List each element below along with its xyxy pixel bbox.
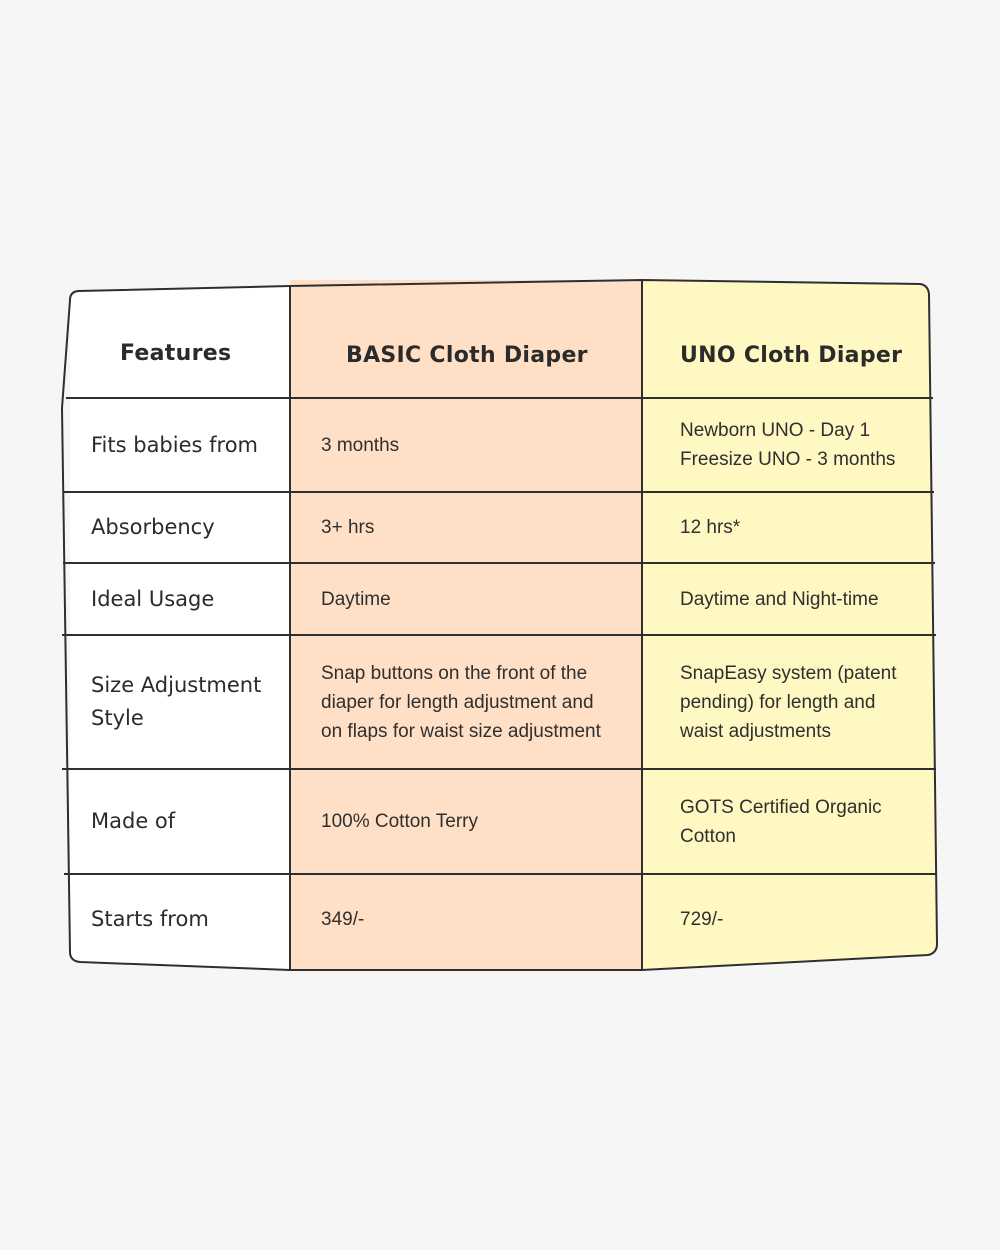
feature-cell: Made of — [91, 769, 290, 874]
basic-value: 349/- — [321, 908, 365, 930]
basic-value: Snap buttons on the front of the — [321, 662, 588, 684]
header-uno-label: UNO Cloth Diaper — [680, 342, 903, 368]
feature-cell: Size Adjustment Style — [91, 635, 290, 769]
feature-label: Fits babies from — [91, 432, 259, 457]
uno-value: SnapEasy system (patent — [680, 662, 897, 684]
feature-label: Style — [91, 706, 144, 730]
basic-cell: Daytime — [321, 563, 642, 635]
uno-value: Freesize UNO - 3 months — [680, 449, 896, 470]
feature-cell: Starts from — [91, 874, 290, 964]
basic-value: Daytime — [321, 588, 391, 610]
feature-label: Starts from — [91, 906, 209, 931]
uno-value: 12 hrs* — [680, 517, 741, 538]
uno-column-bg — [642, 280, 937, 970]
basic-value: on flaps for waist size adjustment — [321, 720, 601, 742]
uno-cell: Daytime and Night-time — [680, 563, 935, 635]
table-frame — [60, 278, 939, 971]
uno-cell: SnapEasy system (patent pending) for len… — [680, 635, 935, 769]
header-features-label: Features — [120, 340, 232, 366]
uno-cell: GOTS Certified Organic Cotton — [680, 769, 935, 874]
feature-cell: Fits babies from — [91, 398, 290, 492]
basic-cell: 3 months — [321, 398, 642, 492]
table-outer-border — [60, 278, 939, 971]
feature-label: Size Adjustment — [91, 673, 262, 697]
uno-value: waist adjustments — [680, 720, 832, 742]
uno-value: Daytime and Night-time — [680, 588, 879, 610]
uno-value: 729/- — [680, 908, 724, 930]
basic-cell: 349/- — [321, 874, 642, 964]
basic-value: 3+ hrs — [321, 517, 375, 538]
comparison-table: Features BASIC Cloth Diaper UNO Cloth Di… — [60, 278, 940, 972]
feature-cell: Ideal Usage — [91, 563, 290, 635]
feature-label: Ideal Usage — [91, 586, 215, 611]
basic-value: diaper for length adjustment and — [321, 691, 594, 713]
header-uno: UNO Cloth Diaper — [680, 310, 940, 400]
uno-cell: Newborn UNO - Day 1 Freesize UNO - 3 mon… — [680, 398, 935, 492]
header-features: Features — [120, 308, 290, 398]
basic-cell: 100% Cotton Terry — [321, 769, 642, 874]
basic-cell: Snap buttons on the front of the diaper … — [321, 635, 642, 769]
uno-cell: 12 hrs* — [680, 492, 935, 563]
features-column-bg — [70, 286, 290, 970]
basic-value: 3 months — [321, 434, 400, 456]
uno-value: GOTS Certified Organic — [680, 796, 882, 818]
feature-cell: Absorbency — [91, 492, 290, 563]
header-basic: BASIC Cloth Diaper — [346, 310, 642, 400]
feature-label: Absorbency — [91, 515, 215, 539]
uno-cell: 729/- — [680, 874, 935, 964]
basic-cell: 3+ hrs — [321, 492, 642, 563]
uno-value: pending) for length and — [680, 691, 876, 713]
basic-value: 100% Cotton Terry — [321, 811, 479, 832]
uno-value: Cotton — [680, 825, 736, 847]
header-basic-label: BASIC Cloth Diaper — [346, 342, 588, 368]
uno-value: Newborn UNO - Day 1 — [680, 420, 871, 441]
basic-column-bg — [290, 280, 642, 970]
feature-label: Made of — [91, 809, 176, 833]
